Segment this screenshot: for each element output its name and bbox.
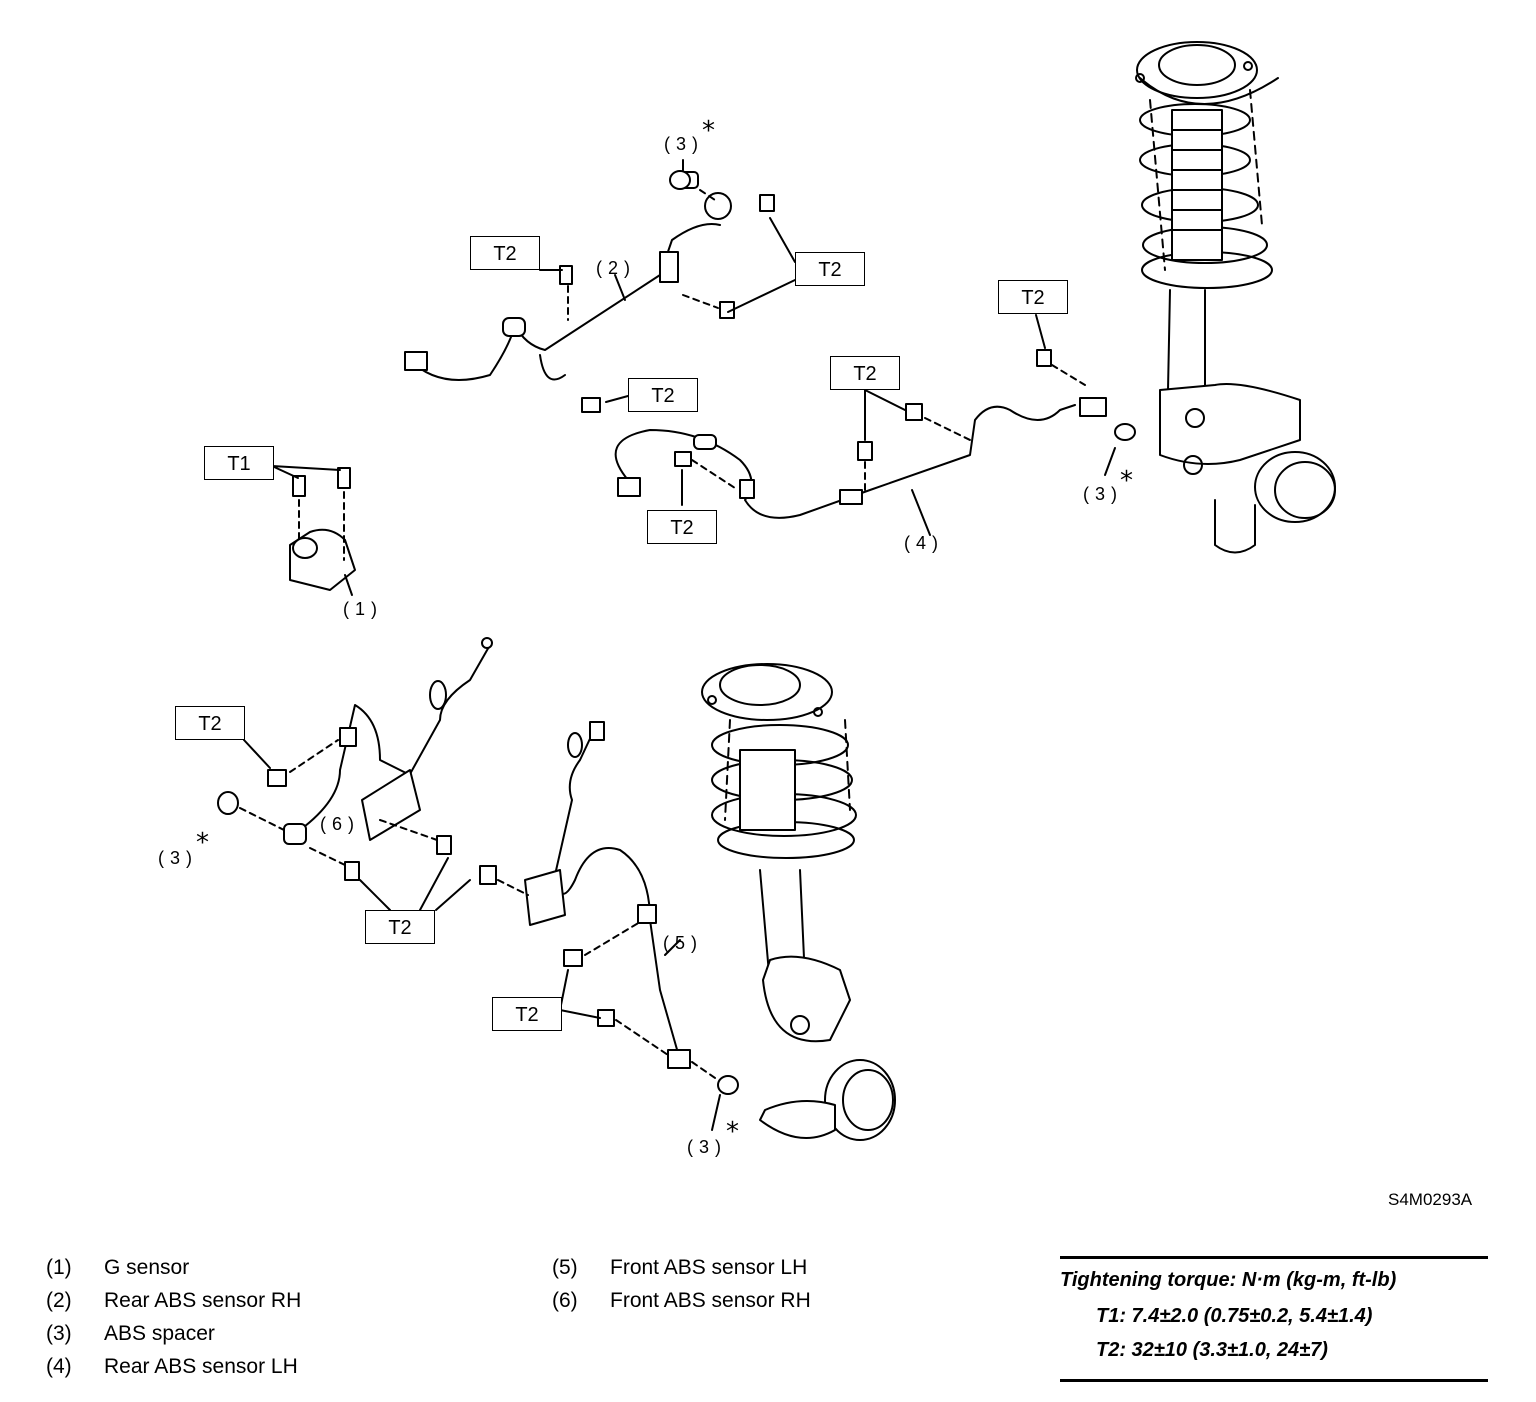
legend-item: (5) Front ABS sensor LH [552,1251,811,1284]
legend-number: (3) [46,1322,72,1345]
legend-item: (3) ABS spacer [46,1317,301,1350]
legend-number: (6) [552,1289,578,1312]
torque-label-t2: T2 [795,252,865,286]
asterisk-mark: * [726,1117,739,1147]
legend-item: (6) Front ABS sensor RH [552,1284,811,1317]
torque-label-t1: T1 [204,446,274,480]
legend-name: Rear ABS sensor RH [104,1289,302,1312]
torque-label-t2: T2 [998,280,1068,314]
legend-number: (5) [552,1256,578,1279]
asterisk-mark: * [702,116,715,146]
part-callout-1: (1) [343,599,383,619]
legend-column-right: (5) Front ABS sensor LH (6) Front ABS sens… [552,1251,811,1317]
legend-item: (2) Rear ABS sensor RH [46,1284,301,1317]
part-callout-2: (2) [596,258,636,278]
torque-label-t2: T2 [175,706,245,740]
front-strut-assembly [701,663,896,1141]
g-sensor [271,465,356,596]
legend-number: (2) [46,1289,72,1312]
legend-column-left: (1) G sensor (2) Rear ABS sensor RH (3) ABS… [46,1251,301,1383]
abs-sensor-diagram [217,41,1336,1141]
front-abs-sensor-rh [217,637,493,911]
part-callout-3: (3) [158,848,198,868]
torque-label-t2: T2 [365,910,435,944]
legend-name: Front ABS sensor RH [610,1289,811,1312]
rear-strut-assembly [1135,41,1336,554]
asterisk-mark: * [196,828,209,858]
legend-name: ABS spacer [104,1322,215,1345]
asterisk-mark: * [1120,466,1133,496]
rear-abs-sensor-rh [404,171,796,413]
torque-label-t2: T2 [830,356,900,390]
part-callout-3: (3) [687,1137,727,1157]
rear-abs-sensor-lh [614,314,1136,536]
torque-t2: T2: 32±10 (3.3±1.0, 24±7) [1096,1339,1328,1361]
legend-name: G sensor [104,1256,190,1279]
abs-spacer-top [669,159,691,190]
part-callout-6: (6) [320,814,360,834]
legend-number: (4) [46,1355,72,1378]
torque-label-t2: T2 [647,510,717,544]
part-callout-4: (4) [904,533,944,553]
legend-number: (1) [46,1256,72,1279]
torque-t1: T1: 7.4±2.0 (0.75±0.2, 5.4±1.4) [1096,1305,1373,1327]
front-abs-sensor-lh [435,721,739,1131]
torque-spec-box: Tightening torque: N·m (kg-m, ft-lb) T1:… [1060,1256,1488,1382]
legend-item: (1) G sensor [46,1251,301,1284]
torque-label-t2: T2 [628,378,698,412]
legend-item: (4) Rear ABS sensor LH [46,1350,301,1383]
part-callout-3: (3) [664,134,704,154]
legend-name: Rear ABS sensor LH [104,1355,298,1378]
legend-name: Front ABS sensor LH [610,1256,808,1279]
torque-heading: Tightening torque: N·m (kg-m, ft-lb) [1060,1269,1397,1291]
figure-code: S4M0293A [1388,1190,1473,1209]
part-callout-5: (5) [663,933,703,953]
part-callout-3: (3) [1083,484,1123,504]
torque-label-t2: T2 [492,997,562,1031]
torque-label-t2: T2 [470,236,540,270]
